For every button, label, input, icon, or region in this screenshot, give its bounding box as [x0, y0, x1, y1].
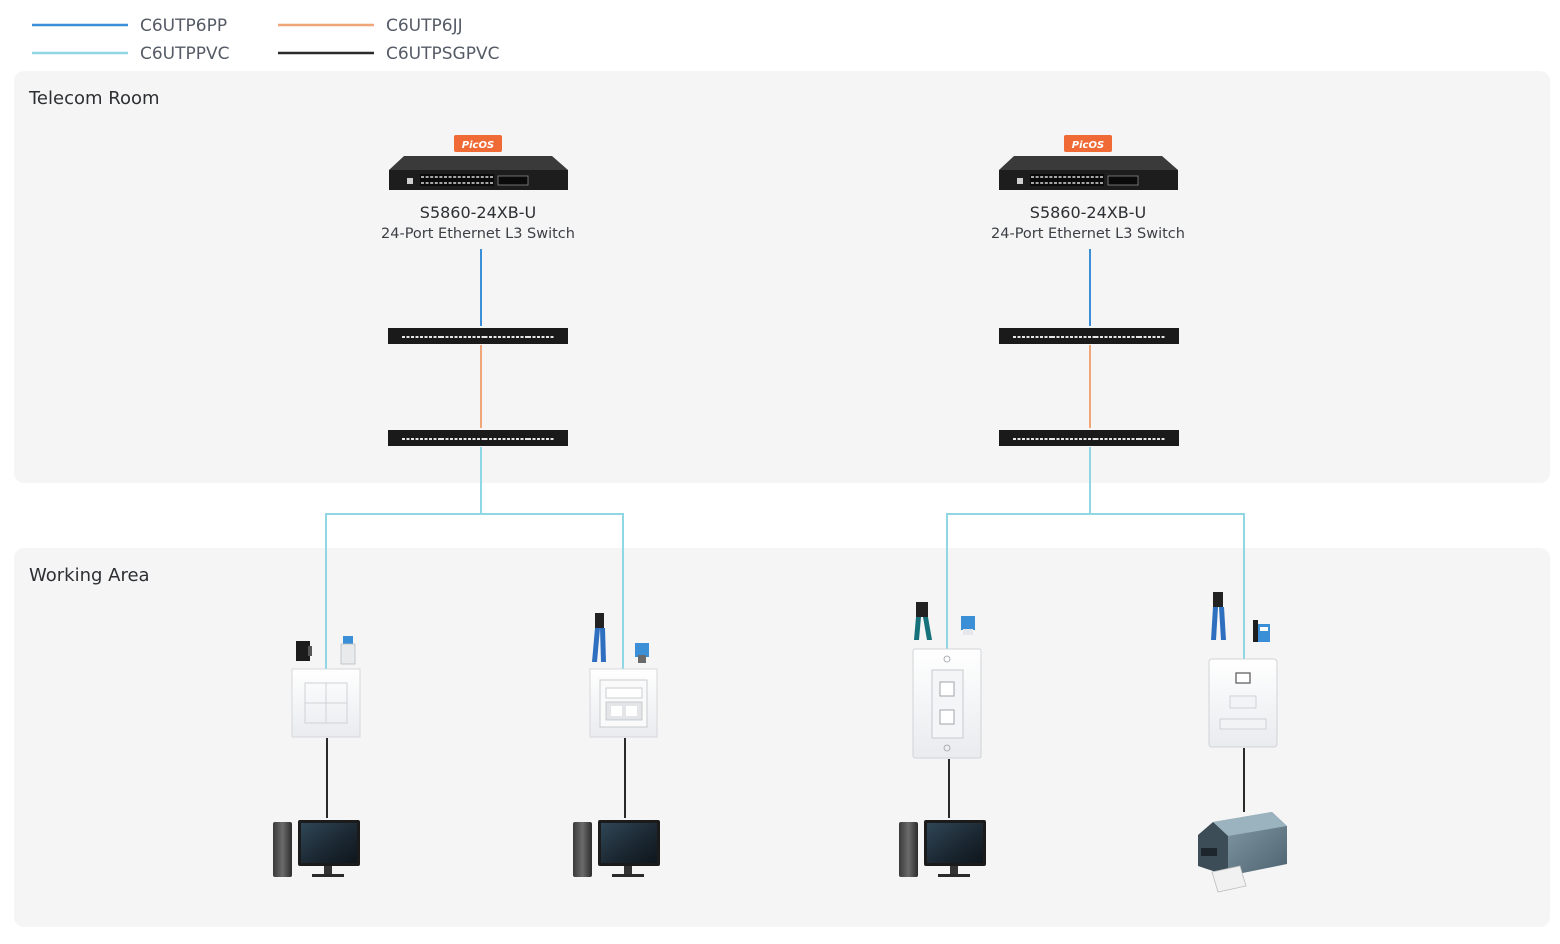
switch-description: 24-Port Ethernet L3 Switch — [381, 226, 575, 242]
legend-item-c6utppvc: C6UTPPVC — [32, 44, 230, 64]
keystone-panel-icon[interactable] — [291, 668, 361, 738]
cable-c6utppvc — [946, 447, 1091, 650]
picos-logo-text: PicOS — [1072, 140, 1104, 151]
crimp-tool-icon — [914, 602, 932, 640]
legend: C6UTP6PP C6UTP6JJ C6UTPPVC C6UTPSGPVC — [32, 16, 499, 64]
picos-logo-badge — [1064, 135, 1112, 152]
cable-c6utppvc — [481, 513, 624, 672]
patch-panel-right-bottom[interactable] — [999, 430, 1179, 446]
legend-item-c6utp6jj: C6UTP6JJ — [278, 16, 463, 36]
faceplate-icon[interactable] — [589, 668, 658, 738]
legend-label: C6UTP6JJ — [386, 16, 463, 36]
legend-label: C6UTPSGPVC — [386, 44, 499, 64]
keystone-jack-icon — [296, 641, 312, 661]
switch-sfp-block — [497, 175, 529, 186]
rj45-plug-icon — [340, 636, 356, 665]
legend-item-c6utpsgpvc: C6UTPSGPVC — [278, 44, 499, 64]
rj45-plug-icon — [961, 616, 975, 635]
switch-port-block — [1030, 174, 1104, 186]
crimp-tool-icon — [1211, 592, 1226, 640]
switch-left[interactable]: PicOS S5860-24XB-U 24-Port Ethernet L3 S… — [381, 135, 575, 242]
switch-status-led — [407, 178, 413, 184]
desktop-computer-icon[interactable] — [573, 820, 660, 877]
picos-logo-text: PicOS — [462, 140, 494, 151]
switch-description: 24-Port Ethernet L3 Switch — [991, 226, 1185, 242]
rj45-plug-icon — [635, 643, 649, 663]
legend-item-c6utp6pp: C6UTP6PP — [32, 16, 227, 36]
cable-c6utppvc — [325, 447, 482, 672]
punch-down-tool-icon — [1253, 620, 1270, 642]
cable-c6utppvc — [1090, 513, 1245, 660]
legend-label: C6UTPPVC — [140, 44, 230, 64]
working-area-title: Working Area — [29, 565, 150, 586]
switch-chassis-top — [389, 156, 568, 170]
picos-logo-badge — [454, 135, 502, 152]
switch-port-block — [420, 174, 494, 186]
desktop-computer-icon[interactable] — [273, 820, 360, 877]
telecom-room-title: Telecom Room — [28, 88, 160, 109]
telecom-room-zone — [14, 71, 1550, 483]
switch-chassis-top — [999, 156, 1178, 170]
patch-panel-left-top[interactable] — [388, 328, 568, 344]
desktop-computer-icon[interactable] — [899, 820, 986, 877]
switch-model-name: S5860-24XB-U — [1030, 203, 1146, 222]
patch-panel-right-top[interactable] — [999, 328, 1179, 344]
switch-status-led — [1017, 178, 1023, 184]
switch-sfp-block — [1107, 175, 1139, 186]
patch-panel-left-bottom[interactable] — [388, 430, 568, 446]
surface-mount-box-icon[interactable] — [1208, 658, 1278, 748]
switch-model-name: S5860-24XB-U — [420, 203, 536, 222]
label-printer-icon[interactable] — [1198, 812, 1287, 893]
legend-label: C6UTP6PP — [140, 16, 227, 36]
working-area-zone — [14, 548, 1550, 927]
switch-right[interactable]: PicOS S5860-24XB-U 24-Port Ethernet L3 S… — [991, 135, 1185, 242]
crimp-tool-icon — [592, 613, 606, 662]
two-port-wall-plate-icon[interactable] — [912, 648, 982, 759]
